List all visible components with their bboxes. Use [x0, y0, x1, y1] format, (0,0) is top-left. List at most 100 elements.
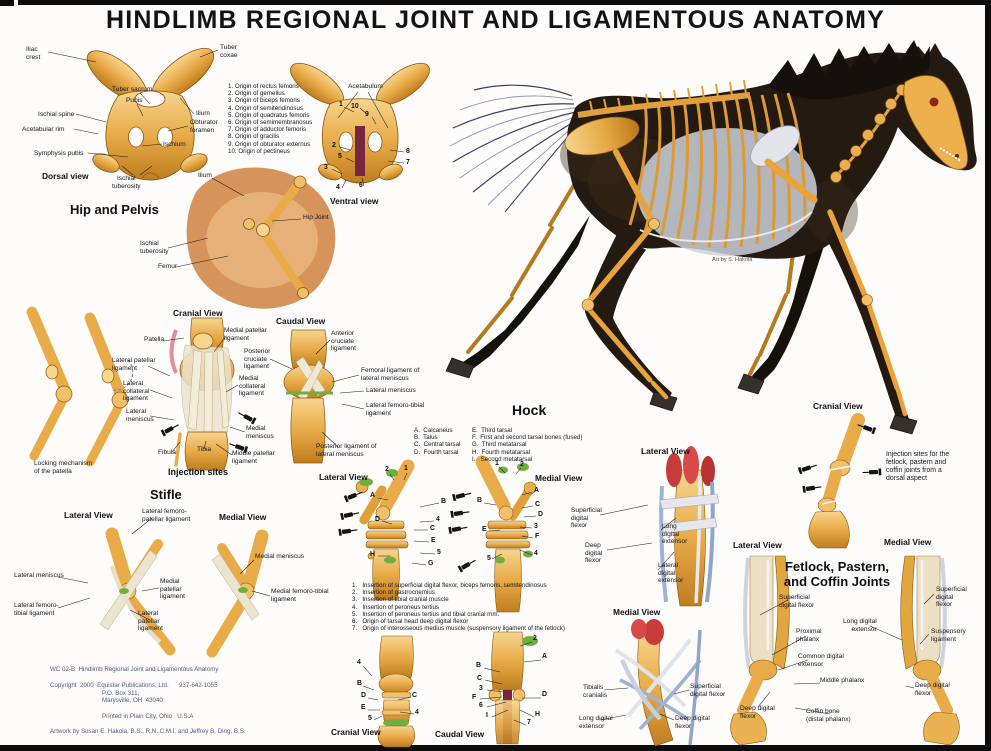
label-lateral-meniscus-3: Lateral meniscus [14, 572, 64, 579]
poster-title: HINDLIMB REGIONAL JOINT AND LIGAMENTOUS … [105, 6, 886, 34]
stifle-cranial-figure [169, 317, 235, 471]
hip-joint-figure [186, 167, 336, 309]
hock-bones-col1: A. Calcaneus B. Talus C. Central tarsal … [414, 427, 460, 456]
label-long-digital-extensor: Long digital extensor [662, 523, 688, 546]
insertion-item: 3. Insertion of tibial cranial muscle [352, 596, 449, 604]
horse-spine [577, 92, 751, 118]
hock-med-marker: B [477, 497, 482, 504]
label-deep-flexor-left: Deep digital flexor [740, 705, 775, 720]
label-pubis: Pubis [126, 97, 143, 104]
label-acetabulum: Acetabulum [348, 83, 383, 90]
hock-lat-marker: 5 [437, 549, 441, 556]
hock-med-marker: 5 [487, 555, 491, 562]
label-femoral-ligament: Femoral ligament of lateral meniscus [361, 367, 420, 382]
stifle-cranial-title: Cranial View [173, 308, 223, 318]
hock-bone-item: A. Calcaneus [414, 427, 453, 434]
label-posterior-ligament: Posterior ligament of lateral meniscus [316, 443, 377, 458]
label-lateral-digital-extensor: Lateral digital extensor [658, 562, 684, 585]
ventral-marker: 4 [336, 184, 340, 191]
origin-item: 3. Origin of biceps femoris [228, 97, 300, 105]
label-iliac-crest: Iliac crest [26, 46, 41, 61]
label-femur: Femur [158, 263, 178, 270]
label-lateral-collateral-ligament: Lateral collateral ligament [123, 380, 150, 403]
label-deep-digital-flexor: Deep digital flexor [585, 542, 603, 565]
hock-bone-item: F. First and second tarsal bones (fused) [472, 434, 583, 442]
hock-bone-item: G. Third metatarsal [472, 441, 527, 449]
hock-med-marker: D [538, 511, 543, 518]
stifle-caudal-title: Caudal View [276, 316, 326, 326]
pastern-cd-marker: C [477, 675, 482, 682]
label-lat-femoropatellar: Lateral femoro- patellar ligament [142, 508, 191, 523]
footer-product-code: WC 02-B Hindlimb Regional Joint and Liga… [50, 666, 219, 673]
stifle-medial-figure [206, 529, 269, 658]
footer-printed: Printed in Plain City, Ohio U.S.A [102, 713, 194, 720]
ventral-marker: 8 [406, 148, 410, 155]
pastern-cr-marker: C [412, 692, 417, 699]
pastern-cd-marker: 3 [479, 685, 483, 692]
hock-tendons-medial-title: Medial View [613, 607, 661, 617]
pastern-cr-marker: 5 [368, 715, 372, 722]
label-tibialis-cranialis: Tibialis cranialis [583, 684, 608, 699]
label-medial-meniscus-2: Medial meniscus [255, 553, 305, 560]
hock-med-marker: 4 [534, 550, 538, 557]
horse-tail [449, 84, 578, 213]
horse-hooves [445, 357, 918, 435]
ventral-marker: 9 [365, 111, 369, 118]
label-ischial-tuberosity: Ischial tuberosity [112, 175, 141, 190]
label-hip-ilium: Ilium [198, 172, 212, 179]
horse-far-hind-leg [460, 215, 590, 374]
pastern-cd-marker: D [542, 691, 547, 698]
horse-mane [768, 40, 930, 100]
insertion-item: 4. Insertion of peroneus tertius [352, 603, 440, 611]
label-patella: Patella [144, 336, 165, 343]
label-locking-mechanism: Locking mechanism of the patella [34, 460, 93, 475]
hock-med-marker: C [535, 501, 540, 508]
hock-med-marker: 3 [534, 523, 538, 530]
stifle-title: Stifle [150, 487, 182, 502]
hock-lat-marker: C [430, 525, 435, 532]
ventral-marker: 2 [332, 142, 336, 149]
hock-bone-item: B. Talus [414, 434, 438, 442]
label-superficial-digital-flexor: Superficial digital flexor [571, 507, 602, 530]
horse-neck-vertebrae [830, 84, 908, 183]
pastern-caudal-figure [488, 631, 538, 745]
label-ventral-view: Ventral view [330, 196, 379, 206]
stifle-medial-title: Medial View [219, 512, 267, 522]
pastern-cranial-title: Cranial View [331, 727, 381, 737]
label-tuber-sacrum: Tuber sacrum [112, 86, 153, 93]
label-medial-patellar-2: Medial patellar ligament [160, 578, 185, 601]
hock-lat-marker: D [375, 516, 380, 523]
label-med-femorotibial: Medial femoro-tibial ligament [271, 588, 329, 603]
art-credit: Art by S. Hakola [712, 257, 753, 263]
insertion-item: 5. Insertion of peroneus tertius and tib… [352, 610, 500, 618]
insertion-item: 1. Insertion of superficial digital flex… [352, 582, 547, 589]
hock-med-marker: E [482, 526, 487, 533]
hock-med-marker: 2 [520, 461, 524, 468]
pastern-caudal-title: Caudal View [435, 729, 485, 739]
pastern-cr-marker: E [361, 704, 366, 711]
label-hip-ischial-tuberosity: Ischial tuberosity [140, 240, 169, 255]
footer-artists: Artwork by Susan E. Hakola, B.S., R.N.,C… [50, 728, 246, 735]
hock-tendons-lateral-title: Lateral View [641, 446, 690, 456]
label-sup-flexor-left: Superficial digital flexor [779, 594, 815, 609]
hock-lat-marker: G [428, 560, 434, 567]
label-lateral-meniscus-2: Lateral meniscus [366, 387, 416, 394]
pastern-cr-marker: 4 [415, 709, 419, 716]
label-long-digital-extensor-2: Long digital extensor [843, 618, 877, 633]
pastern-cd-marker: 6 [479, 702, 483, 709]
hock-med-marker: F [535, 533, 540, 540]
label-ilium: Ilium [196, 110, 210, 117]
label-symphysis-pubis: Symphysis pubis [34, 150, 84, 157]
hock-lat-marker: 1 [404, 465, 408, 472]
hock-lat-marker: 4 [436, 516, 440, 523]
digit-cranial-title: Cranial View [813, 401, 863, 411]
label-tibia: Tibia [197, 446, 212, 453]
hock-bone-item: I. Second metatarsal [472, 455, 533, 463]
label-middle-phalanx: Middle phalanx [820, 677, 865, 684]
horse-far-front-leg [752, 232, 826, 384]
ventral-marker: 5 [338, 153, 342, 160]
label-fibula: Fibula [158, 449, 176, 456]
insertion-item: 6. Origin of tarsal head deep digital fl… [352, 617, 469, 625]
hock-tendons-medial-figure [614, 619, 702, 747]
